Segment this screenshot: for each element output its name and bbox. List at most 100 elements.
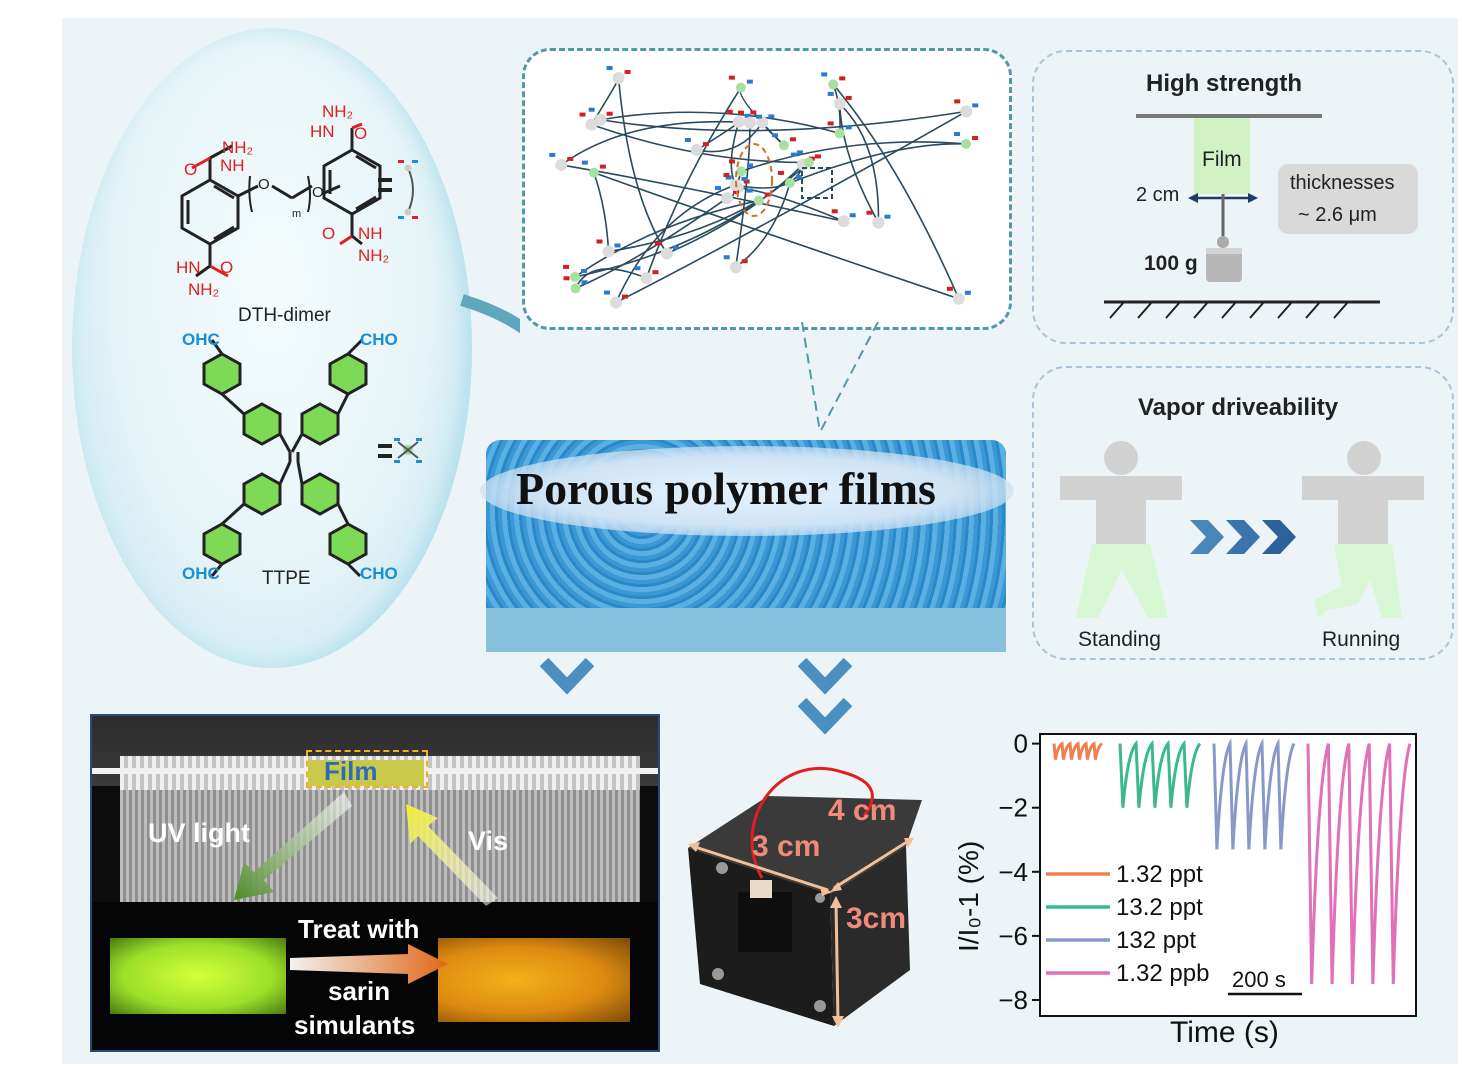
network-group xyxy=(777,170,784,175)
network-chain xyxy=(789,143,967,184)
network-group xyxy=(964,290,971,295)
network-chain xyxy=(593,171,960,300)
running-label: Running xyxy=(1322,628,1401,651)
network-group xyxy=(746,79,753,84)
network-group xyxy=(549,152,556,157)
network-group xyxy=(737,110,744,115)
network-group xyxy=(621,294,628,299)
label-o-ether: O xyxy=(258,176,270,193)
network-node xyxy=(753,195,764,206)
network-node xyxy=(833,97,846,110)
network-group xyxy=(606,111,613,116)
network-node xyxy=(837,215,850,228)
double-chevron-down-icon xyxy=(798,657,852,735)
chevron-down-icon xyxy=(540,657,594,695)
network-group xyxy=(614,243,621,248)
network-chain xyxy=(575,197,728,290)
label-nh2: NH₂ xyxy=(358,246,390,265)
network-node xyxy=(570,283,581,294)
standing-label: Standing xyxy=(1078,628,1161,651)
dimer-label: DTH-dimer xyxy=(238,305,331,326)
network-node xyxy=(729,261,742,274)
network-group xyxy=(845,125,852,130)
network-node xyxy=(720,192,733,205)
network-group xyxy=(741,176,748,181)
network-group xyxy=(684,138,691,143)
label-m-subscript: m xyxy=(292,208,302,220)
network-node xyxy=(952,292,965,305)
simulants-label: simulants xyxy=(294,1010,416,1040)
network-group xyxy=(581,160,588,165)
sarin-label: sarin xyxy=(328,976,391,1006)
dim-4cm: 4 cm xyxy=(828,794,897,827)
label-nh2: NH₂ xyxy=(222,138,254,157)
legend-label: 1.32 ppb xyxy=(1116,960,1209,987)
molecule-structures xyxy=(180,122,520,578)
y-tick-label: −8 xyxy=(998,985,1028,1015)
network-node xyxy=(803,157,814,168)
label-nh2: NH₂ xyxy=(322,102,354,121)
porous-film xyxy=(480,440,1014,652)
triple-chevron-right-icon xyxy=(1190,520,1296,554)
curved-arrow-icon xyxy=(460,294,520,334)
network-chain xyxy=(600,110,967,132)
legend-label: 1.32 ppt xyxy=(1116,861,1203,888)
ground-icon xyxy=(1104,300,1380,319)
vis-label: Vis xyxy=(468,826,509,856)
dimer-left-ring xyxy=(180,144,341,278)
network-chain xyxy=(615,110,967,304)
label-cho: OHC xyxy=(182,564,220,583)
label-hn: HN xyxy=(310,122,335,141)
dimer-right-ring xyxy=(322,122,382,246)
network-node xyxy=(735,82,746,93)
label-cho: CHO xyxy=(360,564,398,583)
highlight-ellipse xyxy=(735,143,773,217)
y-tick-label: −4 xyxy=(998,857,1028,887)
thickness-line2: ~ 2.6 μm xyxy=(1298,204,1377,226)
label-o: O xyxy=(184,160,198,179)
network-group xyxy=(624,70,631,75)
network-node xyxy=(961,138,972,149)
network-group xyxy=(845,95,852,100)
polymer-network xyxy=(549,66,979,309)
network-node xyxy=(585,118,598,131)
mask-film-label: Film xyxy=(324,756,378,786)
weight-label: 100 g xyxy=(1144,252,1198,275)
network-group xyxy=(743,179,750,184)
network-group xyxy=(839,76,846,81)
network-group xyxy=(729,159,736,164)
network-group xyxy=(672,245,679,250)
network-group xyxy=(746,188,753,193)
network-group xyxy=(723,255,730,260)
network-group xyxy=(634,266,641,271)
y-tick-label: −2 xyxy=(998,793,1028,823)
network-group xyxy=(954,131,961,136)
series-line xyxy=(1052,741,1103,760)
network-node xyxy=(602,245,615,258)
network-chain xyxy=(730,121,740,189)
standing-figure-icon xyxy=(1060,441,1182,618)
network-group xyxy=(771,133,778,138)
label-o-ether: O xyxy=(312,184,324,201)
network-group xyxy=(755,114,762,119)
network-group xyxy=(814,154,821,159)
network-group xyxy=(652,270,659,275)
network-node xyxy=(690,144,703,157)
network-chain xyxy=(838,103,880,224)
network-group xyxy=(827,91,834,96)
network-group xyxy=(789,137,796,142)
network-node xyxy=(640,272,653,285)
running-figure-icon xyxy=(1302,441,1424,618)
molecule-panel xyxy=(72,28,472,668)
uv-arrow-icon xyxy=(234,792,352,900)
network-chain xyxy=(574,199,759,278)
network-node xyxy=(834,128,845,139)
mask-photo xyxy=(90,714,660,1052)
x-axis-label: Time (s) xyxy=(1170,1016,1279,1049)
network-node xyxy=(960,105,973,118)
highlight-square xyxy=(801,167,833,199)
treat-arrow-icon xyxy=(290,944,448,984)
label-nh2: NH₂ xyxy=(188,280,220,299)
treat-label: Treat with xyxy=(298,914,420,944)
network-node xyxy=(612,72,625,85)
